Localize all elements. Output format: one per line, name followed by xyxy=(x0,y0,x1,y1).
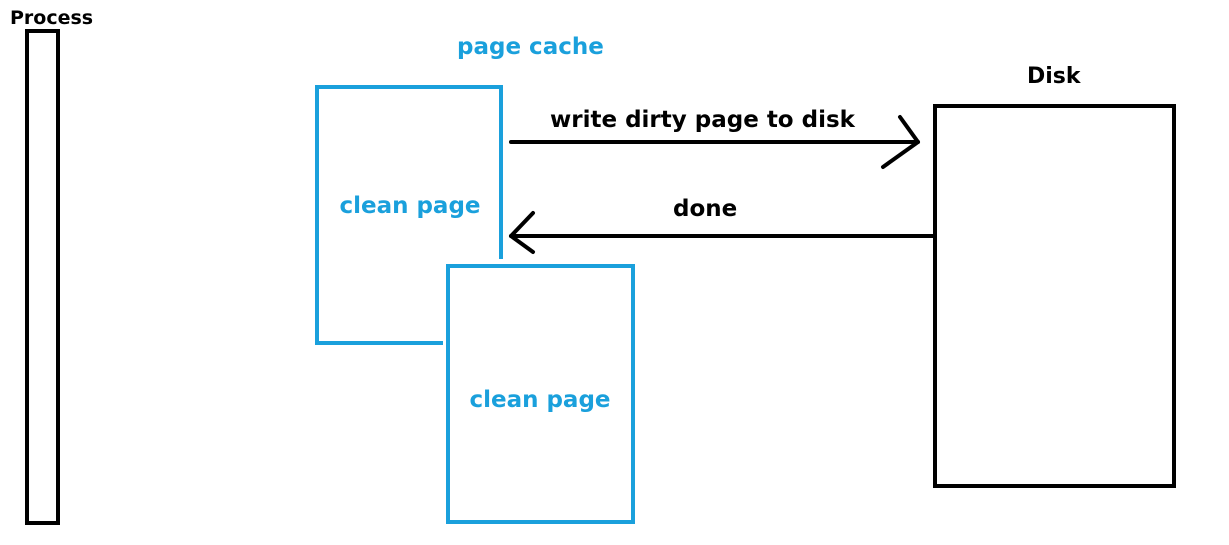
process-lane: Process xyxy=(10,7,93,525)
done-arrow-head xyxy=(509,211,535,254)
write-arrow-head xyxy=(881,115,920,169)
done-arrow-label: done xyxy=(673,196,737,222)
disk-box xyxy=(933,104,1176,488)
disk-label: Disk xyxy=(1027,64,1082,89)
process-label: Process xyxy=(10,7,93,29)
clean-page-back-label: clean page xyxy=(339,193,480,219)
write-arrow: write dirty page to disk xyxy=(509,107,920,169)
disk-group: Disk xyxy=(933,64,1176,488)
clean-page-back: clean page xyxy=(315,85,503,345)
page-cache-group: page cache clean page clean page xyxy=(315,34,635,524)
clean-page-front-label: clean page xyxy=(469,387,610,413)
clean-page-front: clean page xyxy=(446,264,635,524)
clean-page-front-outline xyxy=(446,264,635,524)
done-arrow: done xyxy=(509,196,937,254)
process-bar xyxy=(25,29,60,525)
write-arrow-label: write dirty page to disk xyxy=(550,107,856,133)
clean-page-back-outline xyxy=(315,85,503,345)
page-cache-label: page cache xyxy=(457,34,604,60)
